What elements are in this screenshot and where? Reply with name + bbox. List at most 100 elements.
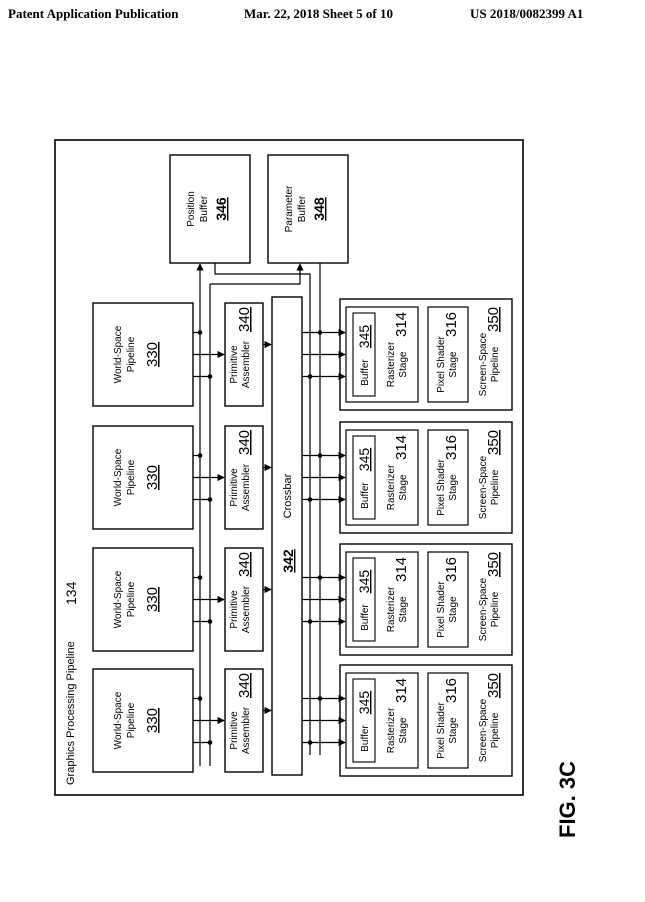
primitive-assembler-label-2: Assembler xyxy=(241,585,252,633)
buffer-label: Buffer xyxy=(360,359,371,386)
parameter-buffer-label-1: Parameter xyxy=(284,185,295,232)
screen-space-label-1: Screen-Space xyxy=(478,332,489,396)
screen-space-ref: 350 xyxy=(485,430,502,455)
publication-date-sheet: Mar. 22, 2018 Sheet 5 of 10 xyxy=(244,6,394,21)
parameter-buffer-text: Parameter Buffer 348 xyxy=(284,185,327,232)
position-buffer-output xyxy=(214,263,311,755)
pixel-shader-label-1: Pixel Shader xyxy=(436,458,447,515)
buffer-label: Buffer xyxy=(360,604,371,631)
crossbar-text: Crossbar 342 xyxy=(280,473,296,572)
crossbar-box xyxy=(271,296,303,776)
primitive-assembler-ref: 340 xyxy=(236,673,253,698)
pixel-shader-ref: 316 xyxy=(443,557,460,582)
primitive-assembler-box xyxy=(224,668,264,773)
buffer-text: Buffer 345 xyxy=(356,691,372,752)
rasterizer-label-1: Rasterizer xyxy=(386,341,397,387)
bus-lines xyxy=(196,263,321,766)
screen-space-label-2: Pipeline xyxy=(490,346,501,382)
world-space-label-1: World-Space xyxy=(113,570,124,628)
position-buffer-label-1: Position xyxy=(186,191,197,227)
graphics-pipeline-frame xyxy=(54,139,524,796)
buffer-text: Buffer 345 xyxy=(356,325,372,386)
parameter-buffer-bus-upper xyxy=(210,263,304,285)
world-space-ref: 330 xyxy=(144,708,161,733)
buffer-box xyxy=(352,312,376,397)
position-buffer-box xyxy=(169,154,251,264)
world-space-label-2: Pipeline xyxy=(126,336,137,372)
rasterizer-ref: 314 xyxy=(393,435,410,460)
pixel-shader-ref: 316 xyxy=(443,678,460,703)
screen-space-ref: 350 xyxy=(485,673,502,698)
primitive-assembler-ref: 340 xyxy=(236,307,253,332)
patent-number: US 2018/0082399 A1 xyxy=(470,6,584,21)
crossbar-label: Crossbar xyxy=(282,473,294,518)
rasterizer-label-2: Stage xyxy=(398,717,409,744)
primitive-assembler-label-1: Primitive xyxy=(229,711,240,750)
crossbar-ref: 342 xyxy=(280,549,296,573)
primitive-assembler-label-1: Primitive xyxy=(229,345,240,384)
screen-space-label-1: Screen-Space xyxy=(478,577,489,641)
world-space-pipeline-box xyxy=(92,668,194,773)
primitive-assembler-label-1: Primitive xyxy=(229,590,240,629)
world-space-pipeline-box xyxy=(92,302,194,407)
buffer-label: Buffer xyxy=(360,725,371,752)
world-space-ref: 330 xyxy=(144,465,161,490)
primitive-assembler-label-2: Assembler xyxy=(241,340,252,388)
primitive-assembler-ref: 340 xyxy=(236,552,253,577)
position-buffer-ref: 346 xyxy=(213,197,229,221)
pixel-shader-label-2: Stage xyxy=(448,596,459,623)
rasterizer-label-1: Rasterizer xyxy=(386,707,397,753)
publication-title: Patent Application Publication xyxy=(8,6,179,21)
pipeline-title: Graphics Processing Pipeline xyxy=(65,641,77,785)
pixel-shader-stage-box xyxy=(427,306,469,403)
primitive-assembler-box xyxy=(224,547,264,652)
parameter-buffer-ref: 348 xyxy=(311,197,327,221)
pixel-shader-label-2: Stage xyxy=(448,717,459,744)
page-header: Patent Application Publication Mar. 22, … xyxy=(0,0,645,30)
world-space-ref: 330 xyxy=(144,342,161,367)
pixel-shader-ref: 316 xyxy=(443,435,460,460)
rasterizer-ref: 314 xyxy=(393,557,410,582)
buffer-ref: 345 xyxy=(356,325,372,349)
pixel-shader-label-2: Stage xyxy=(448,474,459,501)
screen-space-ref: 350 xyxy=(485,307,502,332)
world-space-ref: 330 xyxy=(144,587,161,612)
pixel-shader-stage-box xyxy=(427,551,469,648)
rasterizer-ref: 314 xyxy=(393,312,410,337)
rasterizer-label-2: Stage xyxy=(398,351,409,378)
primitive-assembler-box xyxy=(224,302,264,407)
position-buffer-text: Position Buffer 346 xyxy=(186,191,229,227)
screen-space-label-2: Pipeline xyxy=(490,591,501,627)
buffer-ref: 345 xyxy=(356,691,372,715)
rasterizer-ref: 314 xyxy=(393,678,410,703)
world-space-label-1: World-Space xyxy=(113,691,124,749)
buffer-ref: 345 xyxy=(356,448,372,472)
pixel-shader-label-1: Pixel Shader xyxy=(436,580,447,637)
rasterizer-label-2: Stage xyxy=(398,474,409,501)
world-space-label-2: Pipeline xyxy=(126,581,137,617)
pixel-shader-label-1: Pixel Shader xyxy=(436,335,447,392)
world-space-label-2: Pipeline xyxy=(126,702,137,738)
pixel-shader-label-1: Pixel Shader xyxy=(436,701,447,758)
